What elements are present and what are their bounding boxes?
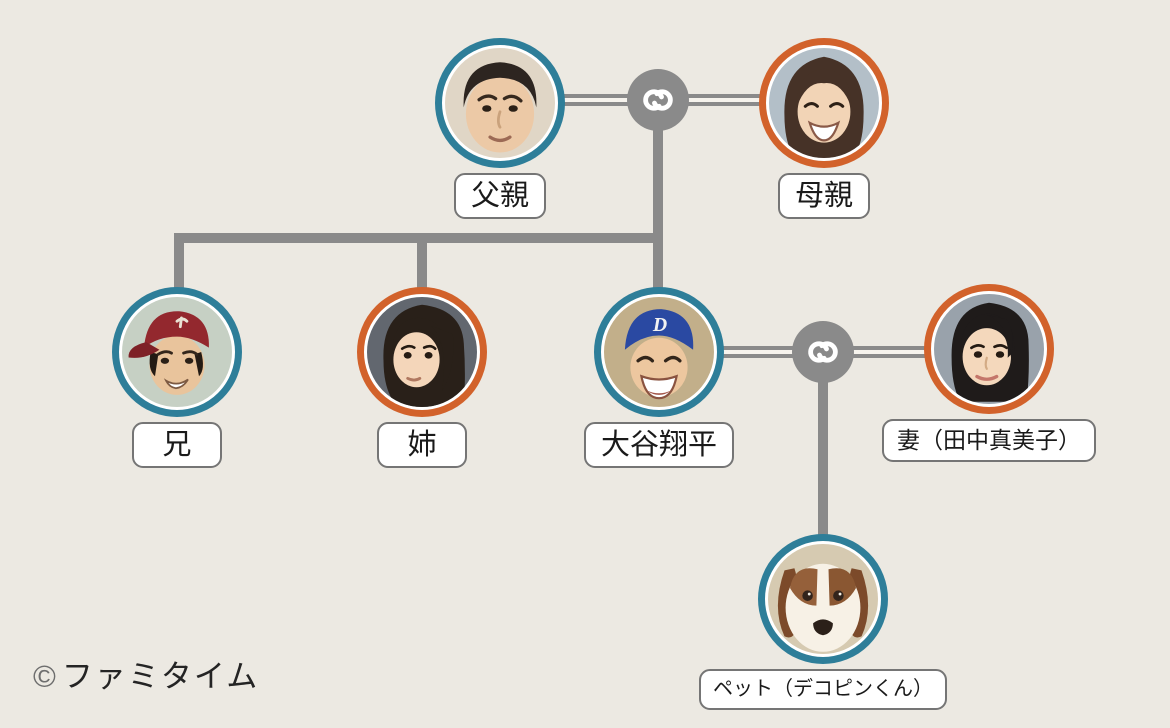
father-photo-ring [435, 38, 565, 168]
father-avatar [445, 48, 555, 158]
watermark: ©ファミタイム [33, 651, 259, 696]
wife-photo-ring [924, 284, 1054, 414]
sister-photo-ring [357, 287, 487, 417]
swirl-icon [808, 341, 838, 363]
brother-photo-ring [112, 287, 242, 417]
node-ohtani: D 大谷翔平 [583, 287, 735, 469]
connector-parents-to-children [653, 100, 663, 290]
connector-drop-brother [174, 237, 184, 289]
sister-avatar [367, 297, 477, 407]
ohtani-photo-ring: D [593, 287, 724, 417]
node-wife: 妻（田中真美子） [882, 284, 1096, 462]
node-brother: 兄 [112, 287, 242, 469]
mother-avatar [769, 48, 879, 158]
connector-drop-sister [417, 237, 427, 289]
marriage-node-parents [627, 69, 689, 131]
connector-couple-to-pet [818, 352, 828, 536]
mother-photo-ring [759, 38, 889, 168]
ohtani-label: 大谷翔平 [583, 422, 735, 469]
node-sister: 姉 [357, 287, 487, 469]
copyright-icon: © [33, 659, 58, 694]
wife-avatar [934, 294, 1044, 404]
wife-label: 妻（田中真美子） [882, 419, 1096, 462]
sister-label: 姉 [377, 422, 467, 469]
father-label: 父親 [453, 173, 546, 220]
ohtani-avatar: D [603, 297, 714, 407]
brother-avatar [122, 297, 232, 407]
node-father: 父親 [435, 38, 565, 220]
node-mother: 母親 [759, 38, 889, 220]
pet-avatar [768, 544, 878, 654]
brother-label: 兄 [132, 422, 222, 469]
pet-photo-ring [758, 534, 888, 664]
pet-label: ペット（デコピンくん） [699, 669, 947, 710]
mother-label: 母親 [777, 173, 870, 220]
swirl-icon [643, 89, 673, 111]
marriage-node-couple [792, 321, 854, 383]
node-pet: ペット（デコピンくん） [699, 534, 947, 710]
svg-text:D: D [652, 314, 667, 336]
watermark-text: ファミタイム [61, 659, 260, 694]
